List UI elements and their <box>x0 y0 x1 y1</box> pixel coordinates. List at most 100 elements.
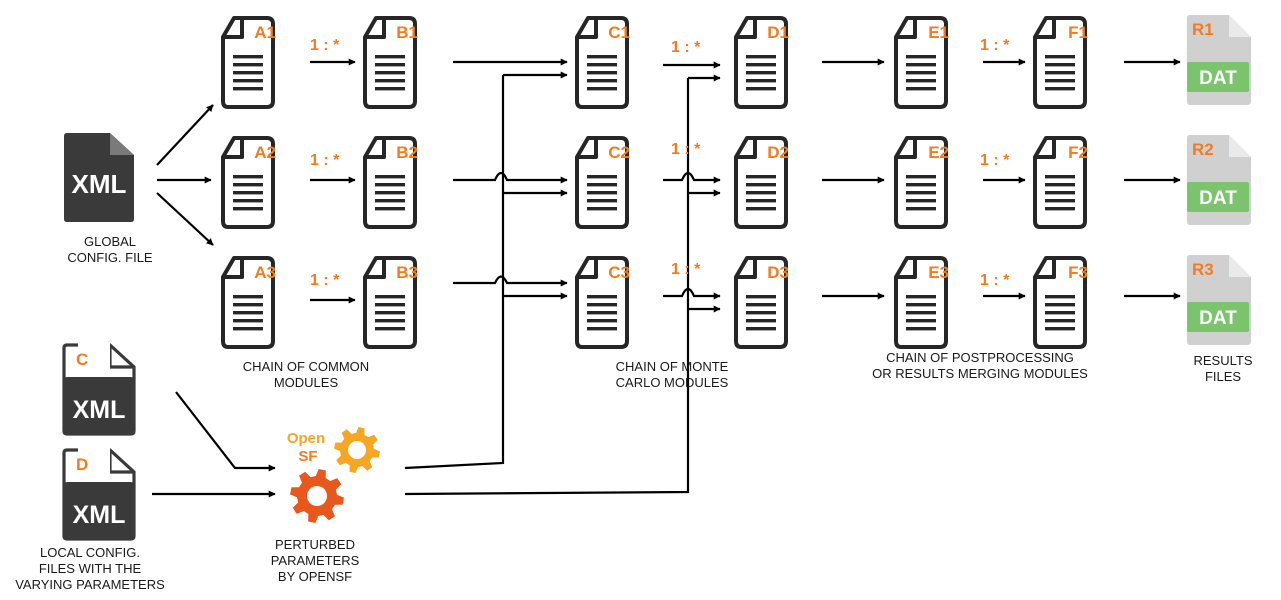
document-id-label: A2 <box>254 143 276 162</box>
document-id-label: F3 <box>1068 263 1088 282</box>
document-icon: E1 <box>894 16 949 109</box>
ratio-label: 1 : * <box>671 141 701 158</box>
flow-arrow <box>175 391 276 472</box>
document-id-label: C2 <box>608 143 630 162</box>
document-id-label: D1 <box>767 23 789 42</box>
local-config-caption-line: LOCAL CONFIG. <box>40 545 140 560</box>
results-caption-line: FILES <box>1204 369 1242 384</box>
document-id-label: B2 <box>396 143 418 162</box>
document-id-label: B1 <box>396 23 418 42</box>
document-id-label: C3 <box>608 263 630 282</box>
document-icon: C3 <box>575 256 630 349</box>
dat-file-icon: DAT R2 <box>1187 135 1251 225</box>
perturbed-caption-line: PARAMETERS <box>270 553 360 568</box>
document-icon: F1 <box>1033 16 1088 109</box>
ratio-label-layer: 1 : * 1 : * 1 : * 1 : * 1 : * 1 : * 1 : * 1 : *… <box>310 37 1010 289</box>
document-icon: B2 <box>363 136 418 229</box>
document-id-label: F1 <box>1068 23 1088 42</box>
dat-file-icon: DAT R1 <box>1187 15 1251 105</box>
connector-layer <box>152 58 1181 498</box>
document-id-label: F2 <box>1068 143 1088 162</box>
document-icon: B1 <box>363 16 418 109</box>
document-id-label: A1 <box>254 23 276 42</box>
document-id-label: D3 <box>767 263 789 282</box>
postprocessing-caption-line: CHAIN OF POSTPROCESSING <box>886 350 1074 365</box>
document-icon: F2 <box>1033 136 1088 229</box>
ratio-label: 1 : * <box>310 272 340 289</box>
postprocessing-modules-caption: CHAIN OF POSTPROCESSING OR RESULTS MERGI… <box>855 350 1105 382</box>
ratio-label: 1 : * <box>671 261 701 278</box>
xml-file-label: XML <box>73 396 126 424</box>
local-config-caption-line: FILES WITH THE <box>38 561 142 576</box>
dat-file-label: DAT <box>1199 68 1237 89</box>
xml-file-label: XML <box>73 501 126 529</box>
flow-arrow <box>663 287 721 300</box>
xml-file-letter: D <box>76 455 88 474</box>
global-config-caption-line: GLOBAL <box>83 234 137 249</box>
monte-carlo-caption-line: CHAIN OF MONTE <box>615 359 729 374</box>
local-xml-file-c-icon: XML C <box>62 343 136 436</box>
result-id-label: R2 <box>1192 140 1214 159</box>
global-config-caption-line: CONFIG. FILE <box>67 250 153 265</box>
parameter-feed-line <box>404 78 690 496</box>
common-caption-line: CHAIN OF COMMON <box>242 359 370 374</box>
flow-arrow <box>156 192 214 246</box>
local-config-caption: LOCAL CONFIG. FILES WITH THE VARYING PAR… <box>10 545 170 593</box>
dat-file-label: DAT <box>1199 188 1237 209</box>
ratio-label: 1 : * <box>310 152 340 169</box>
common-caption-line: MODULES <box>273 375 339 390</box>
document-icon: D3 <box>734 256 789 349</box>
xml-file-letter: C <box>76 350 88 369</box>
ratio-label: 1 : * <box>310 37 340 54</box>
document-icon: D1 <box>734 16 789 109</box>
document-id-label: E2 <box>928 143 949 162</box>
ratio-label: 1 : * <box>980 37 1010 54</box>
ratio-label: 1 : * <box>980 272 1010 289</box>
result-id-label: R1 <box>1192 20 1214 39</box>
document-icon: E2 <box>894 136 949 229</box>
results-caption-line: RESULTS <box>1193 353 1253 368</box>
perturbed-parameters-caption: PERTURBED PARAMETERS BY OPENSF <box>265 537 365 585</box>
document-icon: E3 <box>894 256 949 349</box>
opensf-label: SF <box>298 448 317 465</box>
document-icon: A2 <box>221 136 276 229</box>
flow-arrow <box>453 275 568 287</box>
document-id-label: B3 <box>396 263 418 282</box>
perturbed-caption-line: BY OPENSF <box>277 569 353 584</box>
document-icon: A1 <box>221 16 276 109</box>
flow-arrow <box>663 171 721 184</box>
flow-arrow <box>156 104 214 166</box>
local-config-caption-line: VARYING PARAMETERS <box>15 577 165 592</box>
ratio-label: 1 : * <box>671 39 701 56</box>
dat-file-label: DAT <box>1199 308 1237 329</box>
document-id-label: E3 <box>928 263 949 282</box>
document-icon: A3 <box>221 256 276 349</box>
global-xml-file-icon: XML <box>64 133 134 222</box>
document-icon: C2 <box>575 136 630 229</box>
results-files-caption: RESULTS FILES <box>1183 353 1263 385</box>
common-modules-caption: CHAIN OF COMMON MODULES <box>226 359 386 391</box>
xml-file-layer: XML XML C XML D <box>62 133 136 541</box>
perturbed-caption-line: PERTURBED <box>275 537 355 552</box>
xml-file-label: XML <box>72 169 127 199</box>
document-icon: D2 <box>734 136 789 229</box>
document-id-label: E1 <box>928 23 949 42</box>
monte-carlo-modules-caption: CHAIN OF MONTE CARLO MODULES <box>592 359 752 391</box>
postprocessing-caption-line: OR RESULTS MERGING MODULES <box>872 366 1088 381</box>
document-icon: F3 <box>1033 256 1088 349</box>
document-id-label: A3 <box>254 263 276 282</box>
ratio-label: 1 : * <box>980 152 1010 169</box>
flow-arrow <box>453 171 568 184</box>
parameter-feed-line <box>404 75 505 470</box>
document-icon: B3 <box>363 256 418 349</box>
document-icon: C1 <box>575 16 630 109</box>
monte-carlo-caption-line: CARLO MODULES <box>615 375 729 390</box>
local-xml-file-d-icon: XML D <box>62 448 136 541</box>
document-id-label: C1 <box>608 23 630 42</box>
document-id-label: D2 <box>767 143 789 162</box>
